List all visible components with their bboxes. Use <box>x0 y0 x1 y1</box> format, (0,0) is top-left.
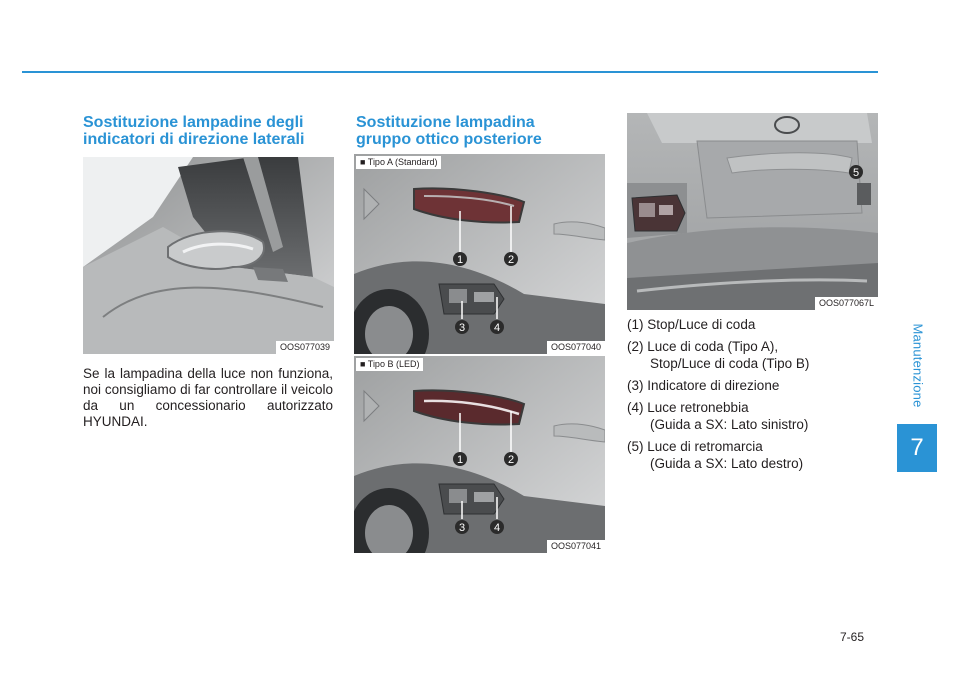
bulb-parts-list: (1) Stop/Luce di coda (2) Luce di coda (… <box>627 316 877 477</box>
marker-2: 2 <box>504 452 518 466</box>
list-item-label: (3) Indicatore di direzione <box>627 378 780 393</box>
list-item-sub: (Guida a SX: Lato destro) <box>650 456 804 471</box>
left-section-title: Sostituzione lampadine degli indicatori … <box>83 114 304 148</box>
svg-text:3: 3 <box>459 322 465 334</box>
marker-3: 3 <box>455 320 469 334</box>
svg-text:2: 2 <box>508 254 514 266</box>
chapter-side-label: Manutenzione <box>888 300 948 430</box>
list-item: (2) Luce di coda (Tipo A), Stop/Luce di c… <box>627 338 877 372</box>
list-item-sub: Stop/Luce di coda (Tipo B) <box>650 356 810 371</box>
rear-bumper-photo: 5 OOS077067L <box>627 113 878 310</box>
list-item-label: (4) Luce retronebbia <box>627 400 749 415</box>
rear-lamp-photo-type-a: 1 2 3 4 ■ Tipo A (Standard) OOS077040 <box>354 154 605 354</box>
type-b-tag: ■ Tipo B (LED) <box>356 358 424 371</box>
left-body-text: Se la lampadina della luce non funziona,… <box>83 366 333 429</box>
side-mirror-photo: OOS077039 <box>83 157 334 354</box>
list-item: (3) Indicatore di direzione <box>627 377 877 394</box>
middle-title-line1: Sostituzione lampadina <box>356 114 535 131</box>
svg-text:1: 1 <box>457 454 463 466</box>
list-item: (4) Luce retronebbia (Guida a SX: Lato si… <box>627 399 877 433</box>
chapter-number: 7 <box>910 434 924 461</box>
svg-text:5: 5 <box>853 167 859 179</box>
left-title-line2: indicatori di direzione laterali <box>83 131 305 148</box>
svg-text:3: 3 <box>459 522 465 534</box>
image-code-type-a: OOS077040 <box>546 341 605 354</box>
marker-1: 1 <box>453 452 467 466</box>
marker-3: 3 <box>455 520 469 534</box>
middle-title-line2: gruppo ottico posteriore <box>356 131 542 148</box>
middle-section-title: Sostituzione lampadina gruppo ottico pos… <box>356 114 542 148</box>
image-code-right: OOS077067L <box>814 297 878 310</box>
list-item: (1) Stop/Luce di coda <box>627 316 877 333</box>
marker-5: 5 <box>849 165 863 179</box>
list-item-sub: (Guida a SX: Lato sinistro) <box>650 417 809 432</box>
marker-1: 1 <box>453 252 467 266</box>
rear-lamp-photo-type-b: 1 2 3 4 ■ Tipo B (LED) OOS077041 <box>354 356 605 553</box>
list-item-label: (2) Luce di coda (Tipo A), <box>627 339 779 354</box>
section-label: Manutenzione <box>910 322 926 408</box>
header-rule <box>22 71 878 73</box>
svg-text:4: 4 <box>494 322 500 334</box>
image-code-type-b: OOS077041 <box>546 540 605 553</box>
list-item-label: (1) Stop/Luce di coda <box>627 317 756 332</box>
image-code-left: OOS077039 <box>275 341 334 354</box>
svg-text:1: 1 <box>457 254 463 266</box>
chapter-tab: 7 <box>897 424 937 472</box>
marker-4: 4 <box>490 520 504 534</box>
left-title-line1: Sostituzione lampadine degli <box>83 114 304 131</box>
svg-text:4: 4 <box>494 522 500 534</box>
page-number: 7-65 <box>840 630 865 644</box>
type-a-tag: ■ Tipo A (Standard) <box>356 156 442 169</box>
marker-4: 4 <box>490 320 504 334</box>
marker-2: 2 <box>504 252 518 266</box>
list-item-label: (5) Luce di retromarcia <box>627 439 763 454</box>
list-item: (5) Luce di retromarcia (Guida a SX: Lato… <box>627 438 877 472</box>
svg-text:2: 2 <box>508 454 514 466</box>
